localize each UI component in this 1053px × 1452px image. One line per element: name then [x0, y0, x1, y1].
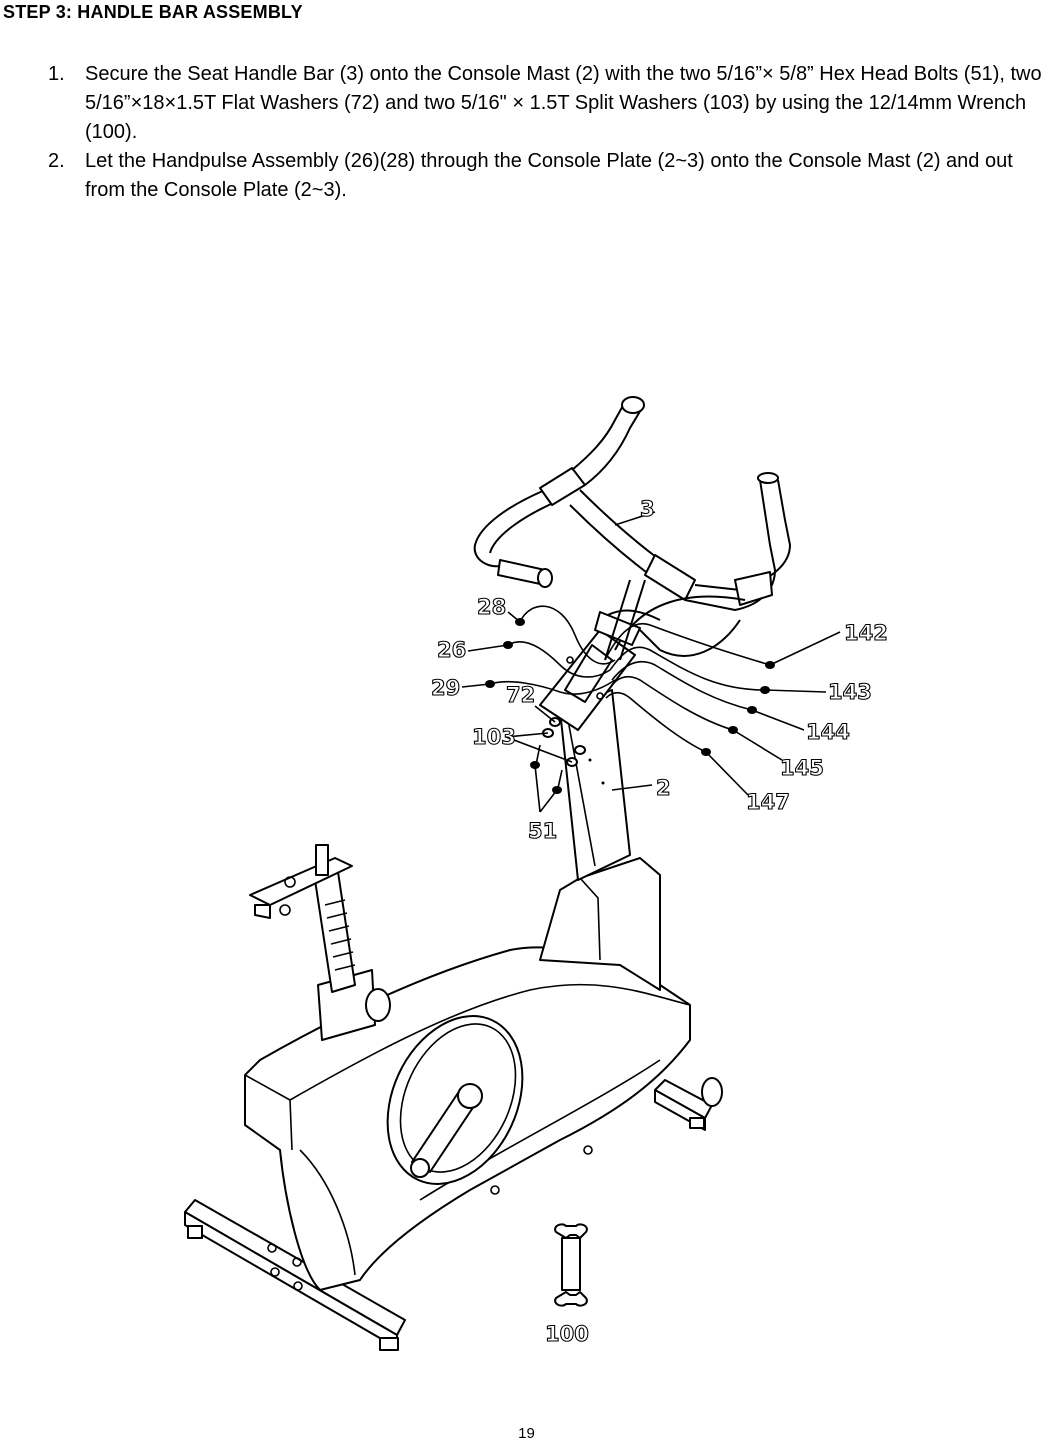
wrench	[554, 1223, 588, 1307]
seat-post	[249, 844, 391, 1041]
step-number: 2.	[48, 150, 65, 172]
rear-stabilizer	[654, 1077, 723, 1131]
callout-145: 145	[780, 756, 824, 780]
callout-26: 26	[437, 638, 466, 662]
callout-28: 28	[477, 595, 506, 619]
step-text: Secure the Seat Handle Bar (3) onto the …	[85, 63, 1042, 143]
handpulse-wires	[489, 605, 771, 753]
instruction-list: 1. Secure the Seat Handle Bar (3) onto t…	[48, 60, 1053, 205]
callout-2: 2	[656, 776, 671, 800]
front-stabilizer	[184, 1199, 406, 1351]
instruction-step-2: 2. Let the Handpulse Assembly (26)(28) t…	[48, 147, 1053, 205]
crank-arm	[410, 1083, 483, 1178]
callout-3: 3	[640, 497, 655, 521]
callout-142: 142	[844, 621, 888, 645]
callout-147: 147	[746, 790, 790, 814]
callout-143: 143	[828, 680, 872, 704]
callout-51: 51	[528, 819, 557, 843]
callout-144: 144	[806, 720, 850, 744]
step-number: 1.	[48, 63, 65, 85]
handle-bar-assembly-diagram: 3 28 26 29 72 103 2 51 142 143 144 145 1…	[184, 396, 888, 1351]
callout-72: 72	[506, 683, 535, 707]
callout-29: 29	[431, 676, 460, 700]
page-number: 19	[518, 1425, 535, 1442]
step-text: Let the Handpulse Assembly (26)(28) thro…	[85, 150, 1013, 201]
page-heading: STEP 3: HANDLE BAR ASSEMBLY	[3, 2, 303, 22]
callout-103: 103	[472, 725, 516, 749]
callout-100: 100	[545, 1322, 589, 1346]
instruction-step-1: 1. Secure the Seat Handle Bar (3) onto t…	[48, 60, 1053, 147]
console-plate	[539, 629, 636, 731]
seat-handle-bar	[473, 396, 792, 661]
callouts: 3 28 26 29 72 103 2 51 142 143 144 145 1…	[430, 496, 888, 1346]
leader-lines	[461, 511, 841, 813]
